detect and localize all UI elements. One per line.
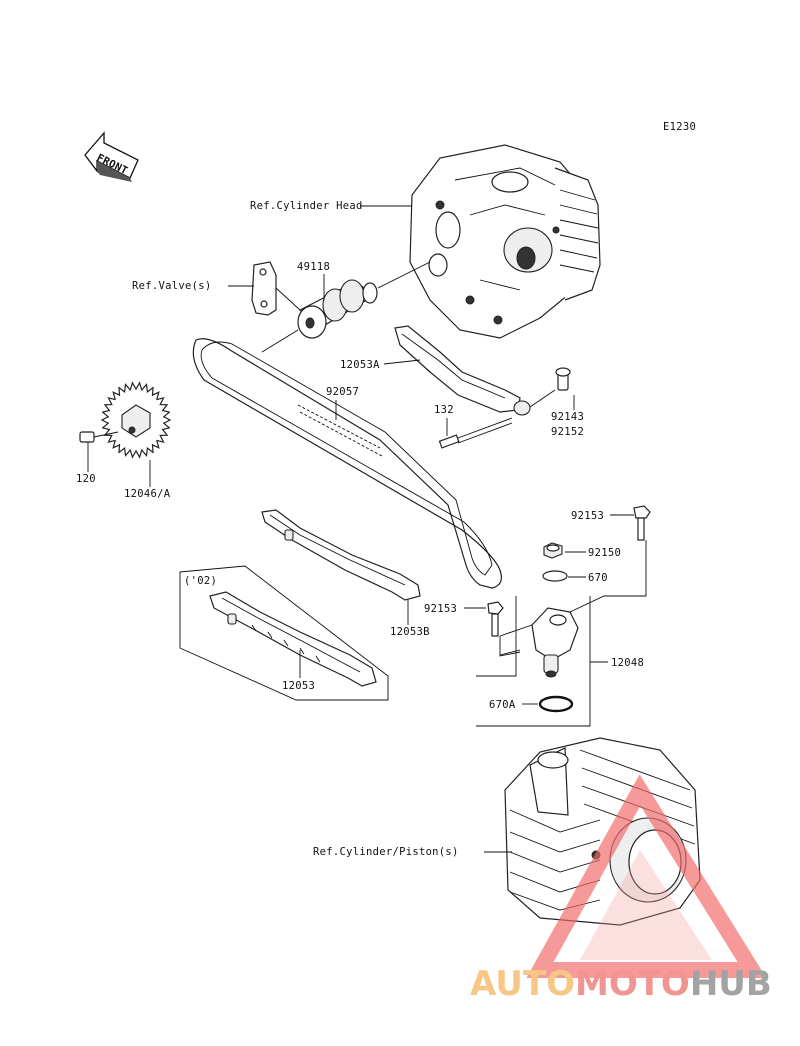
- watermark-part3: HUB: [690, 964, 772, 1004]
- valves-label: Ref.Valve(s): [132, 280, 211, 292]
- front-arrow-icon: FRONT: [84, 131, 139, 182]
- oring-670a-label: 670A: [489, 699, 516, 711]
- year-02-label: ('02): [184, 575, 217, 587]
- cylinder-block: [504, 737, 701, 926]
- cylinder-head-label: Ref.Cylinder Head: [250, 200, 363, 212]
- chain-guide-12053b: [261, 509, 421, 601]
- bolt-92153-mid: [487, 601, 504, 637]
- oring-670-label: 670: [588, 572, 608, 584]
- pin-92143: [555, 367, 571, 391]
- camshaft: [297, 279, 378, 339]
- watermark-part1: AUTO: [470, 964, 575, 1004]
- bolt-120-label: 120: [76, 473, 96, 485]
- guide-12053b-label: 12053B: [390, 626, 430, 638]
- chain-label: 92057: [326, 386, 359, 398]
- guide-12053-label: 12053: [282, 680, 315, 692]
- automotohub-watermark: AUTOMOTOHUB: [470, 774, 772, 1004]
- cam-chain: [192, 338, 502, 589]
- watermark-part2: MOTO: [575, 964, 690, 1004]
- bolt-132: [438, 417, 513, 449]
- bolt-120: [79, 431, 119, 443]
- cam-chain-tensioner: [499, 607, 579, 678]
- oring-670a: [538, 695, 574, 713]
- camshaft-label: 49118: [297, 261, 330, 273]
- chain-guide-12053: [209, 591, 377, 687]
- cam-sprocket: [100, 381, 172, 459]
- diagram-code: E1230: [663, 121, 696, 133]
- bolt-92153-top-label: 92153: [571, 510, 604, 522]
- chain-guide-upper: [394, 325, 531, 416]
- oring-670: [542, 570, 568, 582]
- tensioner-label: 12048: [611, 657, 644, 669]
- sprocket-label: 12046/A: [124, 488, 171, 500]
- bolt-92150: [543, 542, 563, 559]
- bolt-92150-label: 92150: [588, 547, 621, 559]
- valve-plate: [251, 261, 277, 316]
- bolt-92153-mid-label: 92153: [424, 603, 457, 615]
- cylinder-piston-label: Ref.Cylinder/Piston(s): [313, 846, 459, 858]
- guide-12053-box: [179, 565, 389, 701]
- pin-92143-label: 92143: [551, 411, 584, 423]
- cylinder-head: [409, 144, 601, 339]
- guide-upper-label: 12053A: [340, 359, 380, 371]
- bolt-92153-top: [633, 505, 651, 541]
- bolt-132-label: 132: [434, 404, 454, 416]
- svg-text:AUTOMOTOHUB: AUTOMOTOHUB: [470, 964, 772, 1004]
- pin-92152-label: 92152: [551, 426, 584, 438]
